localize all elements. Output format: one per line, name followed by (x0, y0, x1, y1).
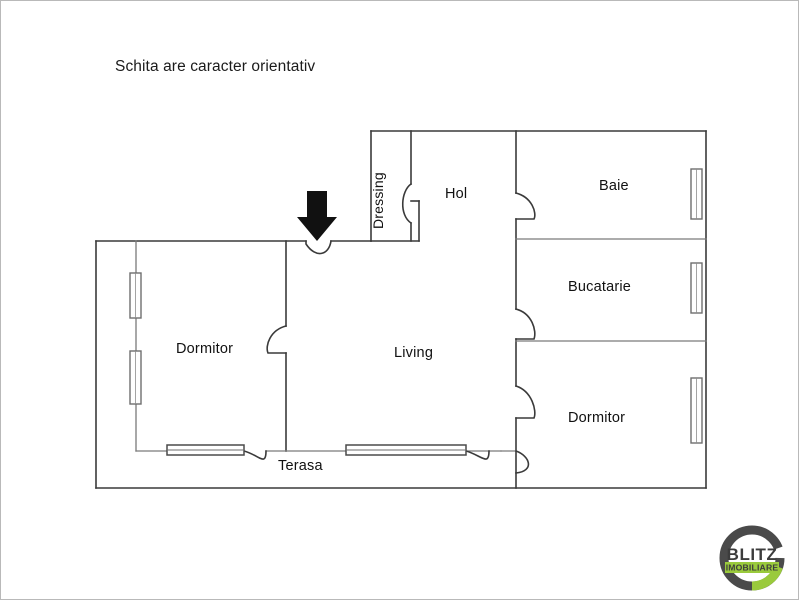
blitz-imobiliare-logo: BLITZ IMOBILIARE (714, 520, 790, 596)
door-swing-dormitor-right (514, 384, 536, 419)
room-label-dormitor-left: Dormitor (176, 341, 234, 357)
room-label-dormitor-right: Dormitor (568, 410, 626, 426)
room-label-baie: Baie (599, 178, 629, 194)
door-swing-terasa-corner (514, 449, 530, 474)
room-label-bucatarie: Bucatarie (568, 279, 632, 295)
door-swing-bucatarie (515, 308, 536, 340)
room-label-dressing: Dressing (370, 172, 386, 229)
room-label-living: Living (394, 345, 434, 361)
logo-secondary-bg (725, 562, 779, 573)
logo-primary-text: BLITZ (727, 545, 778, 564)
plan-note: Schita are caracter orientativ (115, 58, 316, 75)
room-label-hol: Hol (445, 186, 468, 202)
door-swing-terasa-right (465, 450, 490, 460)
logo-secondary-text: IMOBILIARE (726, 563, 779, 573)
door-swing-entrance (305, 240, 332, 255)
door-swing-baie (515, 192, 536, 220)
windows-group (129, 168, 703, 456)
entrance-arrow-icon (297, 191, 337, 241)
logo-ring-gap (773, 546, 785, 559)
door-swing-dressing (401, 182, 413, 225)
door-swing-terasa-left (243, 450, 267, 460)
room-label-terasa: Terasa (278, 458, 323, 474)
door-swing-dormitor-left (266, 325, 287, 354)
